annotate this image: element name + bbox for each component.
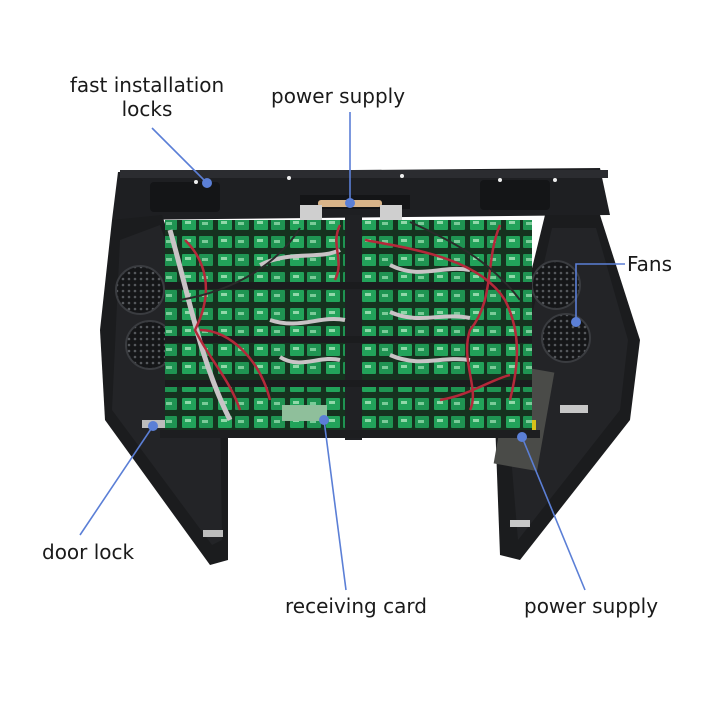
callout-fans: Fans [627,252,673,276]
leader-dots [148,178,581,442]
dot-fans [571,317,581,327]
callout-power-supply-bottom: power supply [524,594,659,618]
callout-receiving-card: receiving card [285,594,427,618]
callout-door-lock: door lock [42,540,135,564]
leader-fans [575,263,625,322]
top-frame [112,168,610,221]
leader-power-supply-bottom [521,436,586,591]
leader-fast-installation-locks [151,127,208,184]
dot-receiving-card [319,415,329,425]
leader-receiving-card [323,419,347,591]
dot-power-supply-bottom [517,432,527,442]
callout-fast-installation-locks: fast installation locks [62,73,232,121]
leader-door-lock [79,425,154,536]
dot-fast-installation-locks [202,178,212,188]
callout-power-supply-top: power supply [271,84,406,108]
leader-lines [79,112,625,591]
callout-text-line2: locks [121,97,173,121]
led-module-grid [160,215,540,440]
dot-door-lock [148,421,158,431]
callout-text-line1: fast installation [69,73,225,97]
dot-power-supply-top [345,198,355,208]
